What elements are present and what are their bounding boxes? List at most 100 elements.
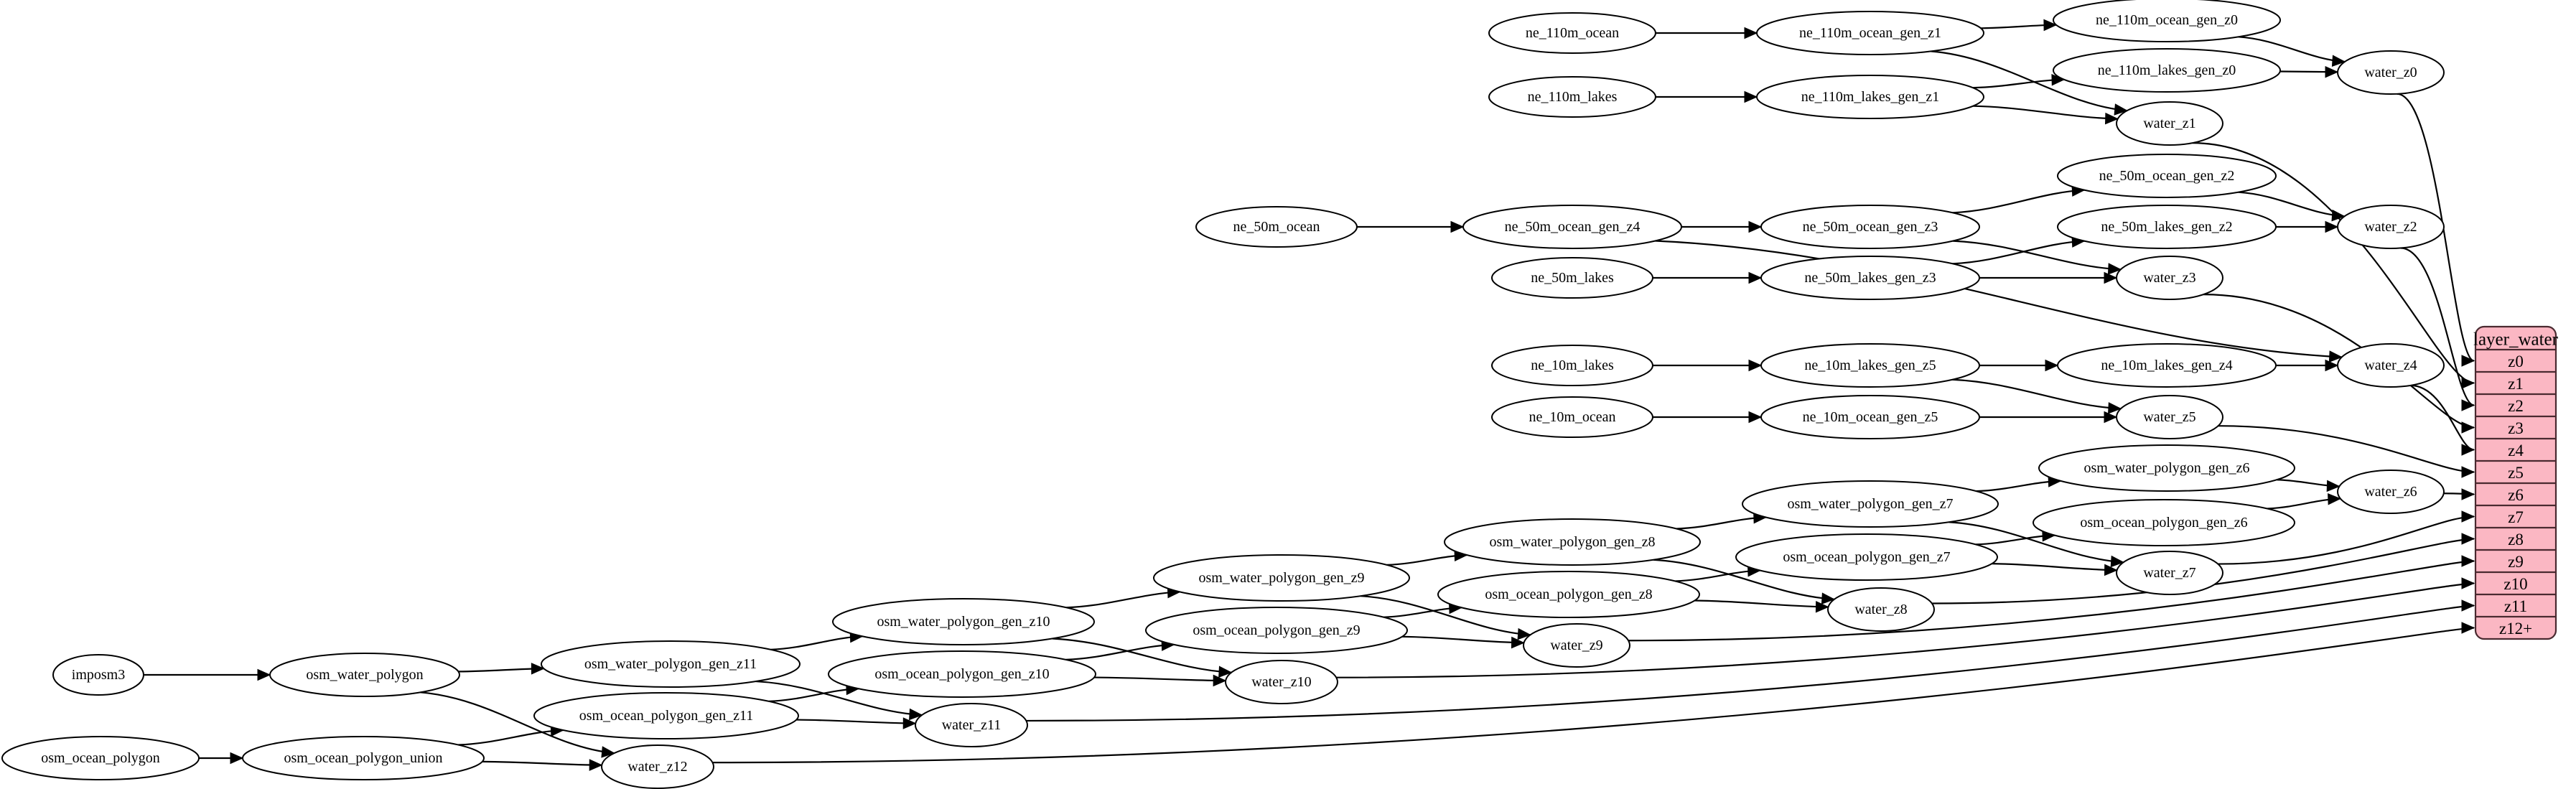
layer-table-row-z3[interactable]: z3 bbox=[2475, 416, 2556, 439]
graph-node-osm_ocean_polygon_gen_z6[interactable]: osm_ocean_polygon_gen_z6 bbox=[2033, 499, 2295, 546]
node-shape bbox=[533, 692, 799, 739]
layer-table-row-z10[interactable]: z10 bbox=[2475, 572, 2556, 594]
edge-arrowhead bbox=[230, 752, 244, 765]
edge-arrowhead bbox=[2045, 359, 2059, 372]
layer-table-row-z5[interactable]: z5 bbox=[2475, 461, 2556, 483]
graph-node-osm_water_polygon[interactable]: osm_water_polygon bbox=[269, 653, 460, 697]
layer-table-row-z2[interactable]: z2 bbox=[2475, 394, 2556, 416]
node-shape bbox=[828, 650, 1096, 698]
graph-edge bbox=[770, 630, 864, 650]
graph-node-ne_10m_lakes_gen_z4[interactable]: ne_10m_lakes_gen_z4 bbox=[2057, 343, 2277, 388]
graph-node-osm_water_polygon_gen_z8[interactable]: osm_water_polygon_gen_z8 bbox=[1444, 518, 1701, 566]
edge-line bbox=[2218, 425, 2475, 473]
layer-table-row-z0[interactable]: z0 bbox=[2475, 350, 2556, 372]
graph-node-water_z6[interactable]: water_z6 bbox=[2337, 470, 2445, 514]
graph-node-ne_10m_ocean_gen_z5[interactable]: ne_10m_ocean_gen_z5 bbox=[1760, 395, 1980, 439]
layer-table-row-label: z10 bbox=[2503, 575, 2527, 593]
node-shape bbox=[2337, 50, 2445, 95]
graph-node-water_z2[interactable]: water_z2 bbox=[2337, 205, 2445, 249]
edge-arrowhead bbox=[2114, 103, 2128, 116]
graph-node-water_z5[interactable]: water_z5 bbox=[2116, 395, 2223, 439]
graph-node-ne_110m_ocean_gen_z0[interactable]: ne_110m_ocean_gen_z0 bbox=[2053, 0, 2281, 42]
edge-line bbox=[420, 691, 615, 755]
graph-node-water_z9[interactable]: water_z9 bbox=[1523, 623, 1630, 668]
node-shape bbox=[541, 640, 801, 688]
edge-arrowhead bbox=[2325, 220, 2339, 233]
graph-node-osm_ocean_polygon_gen_z9[interactable]: osm_ocean_polygon_gen_z9 bbox=[1145, 607, 1408, 654]
layer-table-row-z8[interactable]: z8 bbox=[2475, 528, 2556, 550]
node-shape bbox=[269, 653, 460, 697]
graph-node-osm_ocean_polygon[interactable]: osm_ocean_polygon bbox=[1, 736, 200, 780]
graph-node-osm_water_polygon_gen_z7[interactable]: osm_water_polygon_gen_z7 bbox=[1742, 480, 1999, 528]
edge-arrowhead bbox=[1815, 600, 1829, 613]
graph-node-osm_ocean_polygon_gen_z8[interactable]: osm_ocean_polygon_gen_z8 bbox=[1437, 571, 1700, 618]
node-label: water_z5 bbox=[2143, 409, 2195, 425]
layer-table-row-z1[interactable]: z1 bbox=[2475, 372, 2556, 394]
edge-line bbox=[1931, 538, 2475, 604]
node-label: ne_50m_lakes bbox=[1531, 270, 1614, 286]
graph-edge bbox=[1401, 635, 1525, 649]
graph-node-water_z10[interactable]: water_z10 bbox=[1225, 660, 1338, 704]
graph-node-ne_50m_ocean_gen_z4[interactable]: ne_50m_ocean_gen_z4 bbox=[1462, 205, 1682, 249]
graph-node-water_z4[interactable]: water_z4 bbox=[2337, 343, 2445, 388]
graph-edge bbox=[1356, 220, 1465, 233]
node-shape bbox=[915, 703, 1028, 747]
graph-node-ne_110m_lakes_gen_z1[interactable]: ne_110m_lakes_gen_z1 bbox=[1756, 75, 1984, 119]
graph-node-water_z1[interactable]: water_z1 bbox=[2116, 101, 2223, 146]
edge-arrowhead bbox=[2328, 350, 2343, 363]
graph-node-osm_water_polygon_gen_z11[interactable]: osm_water_polygon_gen_z11 bbox=[541, 640, 801, 688]
layer-table-row-z11[interactable]: z11 bbox=[2475, 594, 2556, 617]
edge-line bbox=[1336, 582, 2475, 678]
graph-node-osm_water_polygon_gen_z6[interactable]: osm_water_polygon_gen_z6 bbox=[2038, 444, 2295, 492]
layer-table-row-label: z5 bbox=[2508, 464, 2524, 482]
graph-node-water_z7[interactable]: water_z7 bbox=[2116, 551, 2223, 595]
graph-edge bbox=[1952, 185, 2086, 214]
layer-table-row-label: z12+ bbox=[2499, 620, 2532, 638]
node-shape bbox=[2116, 101, 2223, 146]
graph-node-ne_50m_lakes[interactable]: ne_50m_lakes bbox=[1491, 257, 1653, 299]
graph-node-ne_10m_lakes[interactable]: ne_10m_lakes bbox=[1491, 345, 1653, 386]
layer-table-row-z4[interactable]: z4 bbox=[2475, 439, 2556, 461]
graph-node-osm_water_polygon_gen_z9[interactable]: osm_water_polygon_gen_z9 bbox=[1153, 554, 1410, 602]
graph-node-osm_ocean_polygon_union[interactable]: osm_ocean_polygon_union bbox=[242, 736, 485, 780]
graph-node-water_z8[interactable]: water_z8 bbox=[1827, 587, 1935, 632]
graph-node-ne_10m_ocean[interactable]: ne_10m_ocean bbox=[1491, 396, 1653, 438]
layer-table-row-z6[interactable]: z6 bbox=[2475, 483, 2556, 505]
node-shape bbox=[1827, 587, 1935, 632]
graph-edge bbox=[2238, 36, 2346, 67]
graph-node-ne_110m_lakes[interactable]: ne_110m_lakes bbox=[1488, 76, 1656, 118]
graph-node-osm_ocean_polygon_gen_z11[interactable]: osm_ocean_polygon_gen_z11 bbox=[533, 692, 799, 739]
graph-node-ne_50m_ocean[interactable]: ne_50m_ocean bbox=[1195, 206, 1358, 248]
graph-edge bbox=[1979, 411, 2118, 424]
graph-edge bbox=[1975, 529, 2056, 546]
graph-node-osm_ocean_polygon_gen_z7[interactable]: osm_ocean_polygon_gen_z7 bbox=[1735, 533, 1998, 581]
graph-node-ne_50m_lakes_gen_z2[interactable]: ne_50m_lakes_gen_z2 bbox=[2057, 205, 2277, 249]
graph-node-ne_50m_ocean_gen_z2[interactable]: ne_50m_ocean_gen_z2 bbox=[2057, 154, 2277, 198]
node-label: water_z3 bbox=[2143, 270, 2195, 286]
edge-arrowhead bbox=[1821, 592, 1836, 604]
graph-node-ne_50m_ocean_gen_z3[interactable]: ne_50m_ocean_gen_z3 bbox=[1760, 205, 1980, 249]
graph-edge bbox=[1656, 90, 1758, 103]
graph-node-water_z0[interactable]: water_z0 bbox=[2337, 50, 2445, 95]
layer-table-row-label: z2 bbox=[2508, 397, 2524, 415]
graph-node-ne_10m_lakes_gen_z5[interactable]: ne_10m_lakes_gen_z5 bbox=[1760, 343, 1980, 388]
node-shape bbox=[2337, 470, 2445, 514]
layer-table-row-z9[interactable]: z9 bbox=[2475, 550, 2556, 572]
graph-node-water_z3[interactable]: water_z3 bbox=[2116, 256, 2223, 300]
graph-node-osm_ocean_polygon_gen_z10[interactable]: osm_ocean_polygon_gen_z10 bbox=[828, 650, 1096, 698]
layer-table-row-z12+[interactable]: z12+ bbox=[2475, 617, 2556, 639]
graph-node-ne_50m_lakes_gen_z3[interactable]: ne_50m_lakes_gen_z3 bbox=[1760, 256, 1980, 300]
edge-arrowhead bbox=[1744, 27, 1758, 39]
graph-node-ne_110m_ocean_gen_z1[interactable]: ne_110m_ocean_gen_z1 bbox=[1756, 11, 1984, 55]
node-shape bbox=[2337, 205, 2445, 249]
graph-node-water_z11[interactable]: water_z11 bbox=[915, 703, 1028, 747]
node-label: osm_ocean_polygon_union bbox=[284, 750, 442, 766]
graph-node-water_z12[interactable]: water_z12 bbox=[601, 744, 714, 789]
graph-node-imposm3[interactable]: imposm3 bbox=[52, 654, 144, 696]
layer-table-row-z7[interactable]: z7 bbox=[2475, 505, 2556, 528]
edge-line bbox=[770, 635, 863, 650]
graph-node-ne_110m_lakes_gen_z0[interactable]: ne_110m_lakes_gen_z0 bbox=[2053, 48, 2281, 93]
graph-edge bbox=[1949, 521, 2124, 568]
graph-node-osm_water_polygon_gen_z10[interactable]: osm_water_polygon_gen_z10 bbox=[832, 598, 1095, 645]
graph-node-ne_110m_ocean[interactable]: ne_110m_ocean bbox=[1488, 12, 1656, 54]
